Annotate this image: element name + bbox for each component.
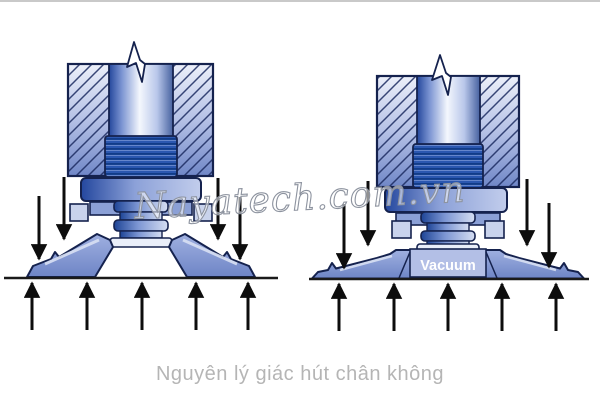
- pressure-up-arrows-left: [23, 281, 257, 330]
- cup-tab-left-a: [69, 203, 89, 222]
- pressure-down-arrows-right: [335, 179, 558, 270]
- suction-cup-right: Vacuum: [311, 248, 585, 280]
- cup-tab-right-a: [391, 220, 412, 239]
- top-border-line: [0, 0, 600, 2]
- bellows-nipple-right: [416, 211, 480, 253]
- caption-text: Nguyên lý giác hút chân không: [155, 363, 444, 385]
- vacuum-chamber: [409, 248, 487, 278]
- vacuum-label: Vacuum: [420, 258, 476, 274]
- break-mark-right: [431, 54, 452, 96]
- pressure-up-arrows-right: [330, 282, 565, 331]
- right-figure: Vacuum: [309, 54, 589, 331]
- break-mark-left: [126, 41, 146, 83]
- pressure-down-arrows-left: [30, 177, 249, 261]
- fixture-block-right: [375, 54, 521, 189]
- left-figure: [4, 41, 278, 330]
- thread-section-left: [104, 135, 178, 178]
- fixture-block-left: [66, 41, 215, 178]
- bellows-nipple-left: [109, 200, 173, 248]
- cup-tab-right-b: [484, 220, 505, 239]
- cup-tab-left-b: [193, 203, 213, 222]
- suction-cup-left: [26, 233, 256, 278]
